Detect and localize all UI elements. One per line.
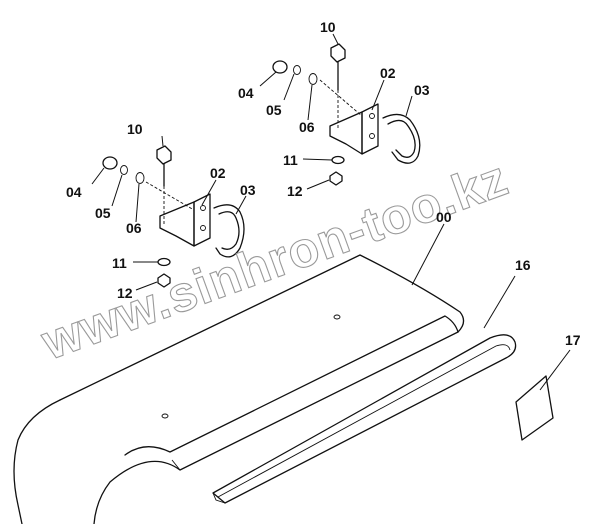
label-17: 17 xyxy=(565,332,581,348)
label-10-upper: 10 xyxy=(320,19,336,35)
label-02-upper: 02 xyxy=(380,65,396,81)
label-06-upper: 06 xyxy=(299,119,315,135)
leader-lines xyxy=(91,33,571,391)
label-03-upper: 03 xyxy=(414,82,430,98)
lower-bracket-assembly xyxy=(102,145,245,288)
label-03-lower: 03 xyxy=(240,182,256,198)
label-05-lower: 05 xyxy=(95,205,111,221)
cover-panel xyxy=(13,254,465,524)
label-00: 00 xyxy=(436,209,452,225)
label-plate xyxy=(515,375,554,441)
label-06-lower: 06 xyxy=(126,220,142,236)
label-02-lower: 02 xyxy=(210,165,226,181)
watermark: www.sinhron-too.kz xyxy=(34,150,516,371)
label-12-lower: 12 xyxy=(117,285,133,301)
label-05-upper: 05 xyxy=(266,102,282,118)
label-16: 16 xyxy=(515,257,531,273)
label-04-upper: 04 xyxy=(238,85,254,101)
upper-bracket-assembly xyxy=(272,43,421,186)
part-labels: 10 04 05 06 02 03 11 12 10 04 05 06 02 0… xyxy=(66,19,581,348)
seal-strip xyxy=(212,334,517,504)
label-11-upper: 11 xyxy=(283,152,298,168)
label-11-lower: 11 xyxy=(112,255,127,271)
label-04-lower: 04 xyxy=(66,184,82,200)
label-12-upper: 12 xyxy=(287,183,303,199)
label-10-lower: 10 xyxy=(127,121,143,137)
